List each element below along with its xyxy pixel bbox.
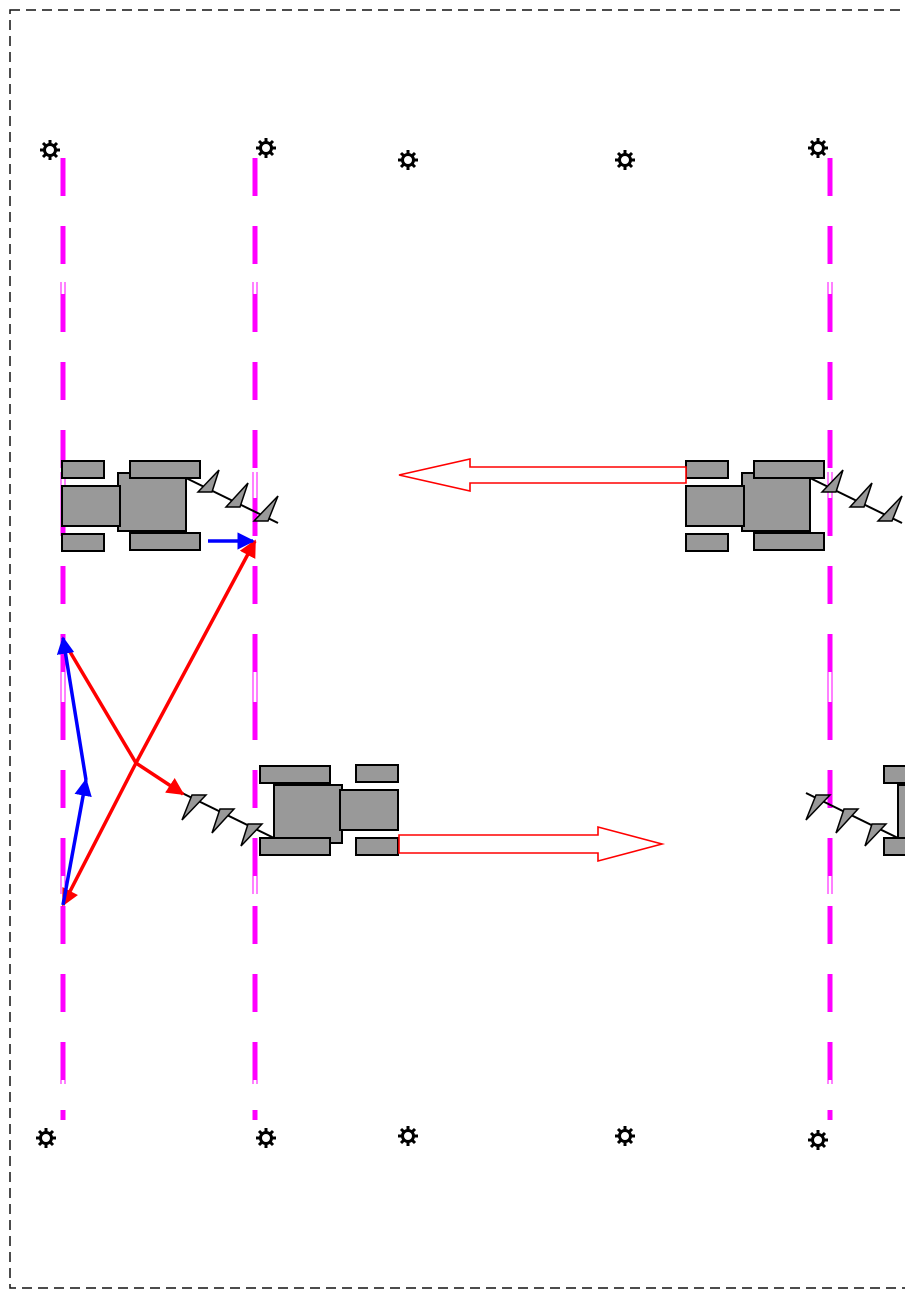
page-border xyxy=(9,9,905,1289)
tractor-top-left xyxy=(61,460,279,552)
gear-icon xyxy=(396,1124,420,1148)
travel-arrow-right xyxy=(398,825,666,863)
red-vector xyxy=(61,762,138,907)
gear-icon xyxy=(613,1124,637,1148)
guide-line-2 xyxy=(252,158,258,1120)
tractor-top-right xyxy=(685,460,903,552)
gear-icon xyxy=(254,1126,278,1150)
tractor-middle-left xyxy=(181,764,399,856)
guide-line-3 xyxy=(827,158,833,1120)
red-vector xyxy=(135,761,185,796)
red-vector xyxy=(61,639,138,764)
vector-diagram xyxy=(56,532,257,907)
gear-icon xyxy=(34,1126,58,1150)
gear-icon xyxy=(254,136,278,160)
gear-icon xyxy=(806,1128,830,1152)
gear-icon xyxy=(38,138,62,162)
blue-vector xyxy=(61,778,92,906)
red-vector xyxy=(134,539,257,764)
gear-icon xyxy=(613,148,637,172)
tractor-middle-right xyxy=(805,764,905,856)
travel-arrow-left xyxy=(398,457,687,493)
gear-icon xyxy=(806,136,830,160)
blue-vector xyxy=(56,636,88,781)
gear-icon xyxy=(396,148,420,172)
